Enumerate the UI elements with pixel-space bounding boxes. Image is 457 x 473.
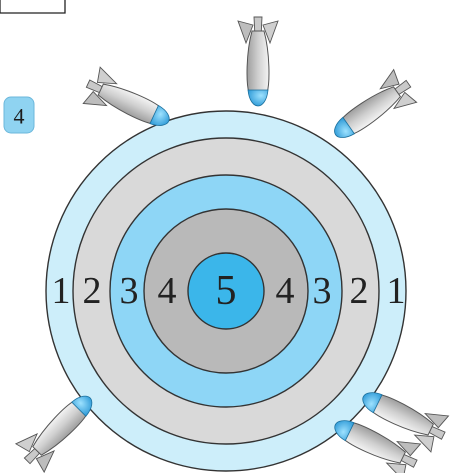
ring-label-right-1: 1 <box>387 270 406 312</box>
ring-label-right-4: 4 <box>276 270 295 312</box>
ring-label-left-3: 3 <box>120 270 139 312</box>
dart-top <box>238 17 278 106</box>
ring-label-center-5: 5 <box>216 268 237 314</box>
problem-badge: 4 <box>4 97 34 133</box>
problem-number-frame <box>0 0 65 13</box>
ring-label-left-1: 1 <box>52 270 71 312</box>
ring-label-right-2: 2 <box>350 270 369 312</box>
dart-upper-right <box>324 67 420 151</box>
ring-label-right-3: 3 <box>313 270 332 312</box>
problem-badge-number: 4 <box>14 104 25 129</box>
ring-label-left-2: 2 <box>83 270 102 312</box>
ring-label-left-4: 4 <box>158 270 177 312</box>
